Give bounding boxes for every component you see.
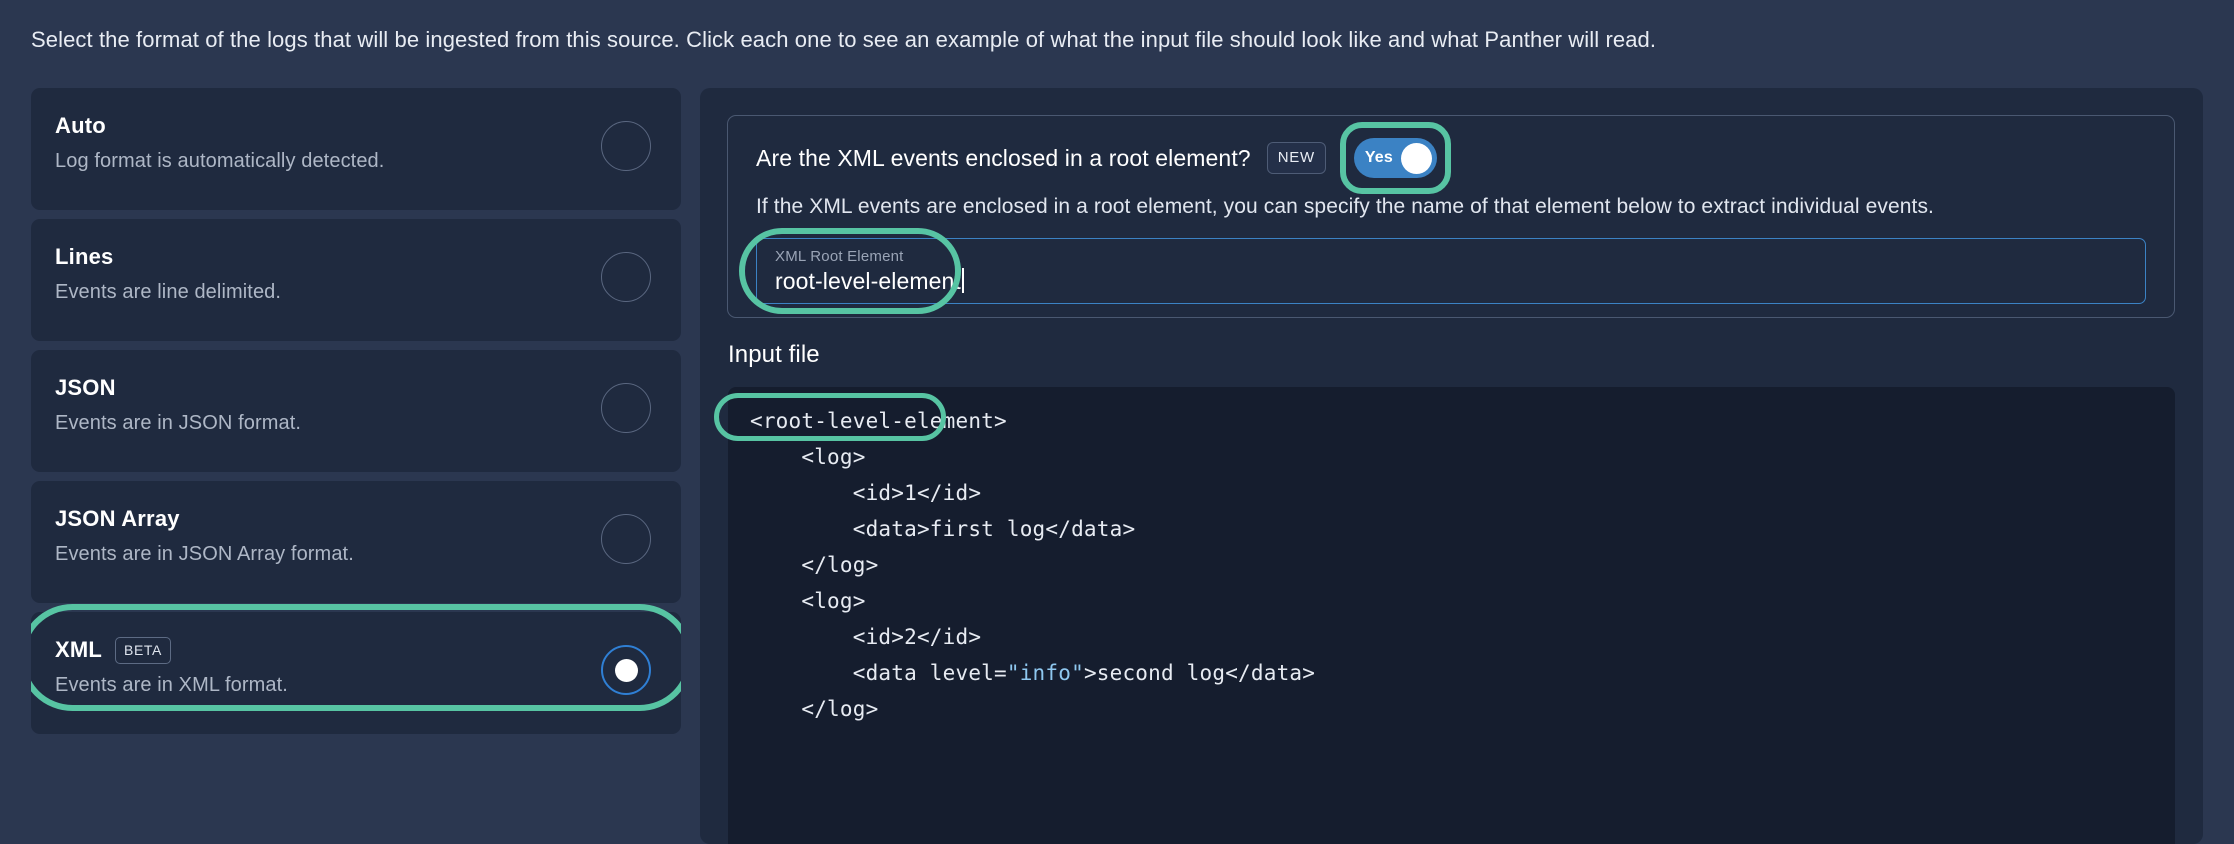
format-option-auto-header: Auto bbox=[55, 112, 651, 140]
format-option-description: Events are in JSON format. bbox=[55, 412, 302, 434]
code-line-root-open: <root-level-element> bbox=[750, 409, 1007, 433]
format-option-title: Lines bbox=[55, 244, 114, 269]
root-element-settings-card: Are the XML events enclosed in a root el… bbox=[727, 115, 2175, 318]
root-element-toggle-wrap: Yes bbox=[1339, 122, 1451, 194]
page-intro-text: Select the format of the logs that will … bbox=[31, 27, 1657, 52]
format-option-title: JSON bbox=[55, 375, 116, 400]
format-option-json-array-header: JSON Array bbox=[55, 505, 651, 533]
format-option-json-array[interactable]: JSON Array Events are in JSON Array form… bbox=[31, 481, 681, 603]
format-option-description: Log format is automatically detected. bbox=[55, 150, 385, 172]
text-caret bbox=[961, 268, 964, 293]
xml-root-element-label: XML Root Element bbox=[775, 248, 904, 265]
code-string-token: "info" bbox=[1006, 661, 1084, 685]
code-line-id-1: <id>1</id> bbox=[750, 481, 982, 505]
code-line-id-2: <id>2</id> bbox=[750, 625, 982, 649]
input-file-code-block: <root-level-element> <log> <id>1</id> <d… bbox=[728, 387, 2175, 844]
format-option-json-header: JSON bbox=[55, 374, 651, 402]
code-line-data-2: <data level="info">second log</data> bbox=[750, 661, 1316, 685]
format-option-lines[interactable]: Lines Events are line delimited. bbox=[31, 219, 681, 341]
radio-json-array[interactable] bbox=[601, 514, 651, 564]
toggle-knob bbox=[1400, 142, 1432, 174]
code-line-log-close-1: </log> bbox=[750, 553, 879, 577]
format-option-title: JSON Array bbox=[55, 506, 180, 531]
xml-root-element-value-wrap: root-level-element bbox=[775, 268, 964, 295]
log-format-option-list: Auto Log format is automatically detecte… bbox=[31, 88, 681, 844]
root-element-toggle[interactable]: Yes bbox=[1353, 138, 1437, 178]
format-option-description: Events are in JSON Array format. bbox=[55, 543, 354, 565]
code-line-log-open-2: <log> bbox=[750, 589, 866, 613]
format-option-title: Auto bbox=[55, 113, 106, 138]
input-file-code: <root-level-element> <log> <id>1</id> <d… bbox=[728, 403, 2175, 727]
xml-format-detail-panel: Are the XML events enclosed in a root el… bbox=[700, 88, 2203, 844]
new-badge: NEW bbox=[1266, 142, 1326, 174]
beta-badge: BETA bbox=[115, 636, 171, 664]
format-option-json[interactable]: JSON Events are in JSON format. bbox=[31, 350, 681, 472]
toggle-label: Yes bbox=[1364, 149, 1393, 166]
code-line-data-1: <data>first log</data> bbox=[750, 517, 1136, 541]
radio-auto[interactable] bbox=[601, 121, 651, 171]
input-file-heading: Input file bbox=[728, 341, 820, 368]
format-option-lines-header: Lines bbox=[55, 243, 651, 271]
radio-json[interactable] bbox=[601, 383, 651, 433]
xml-root-element-value: root-level-element bbox=[775, 268, 961, 294]
radio-xml[interactable] bbox=[601, 645, 651, 695]
code-line-log-open: <log> bbox=[750, 445, 866, 469]
format-option-auto[interactable]: Auto Log format is automatically detecte… bbox=[31, 88, 681, 210]
format-option-xml-header: XML BETA bbox=[55, 636, 651, 664]
xml-root-element-input[interactable]: XML Root Element root-level-element bbox=[756, 238, 2146, 304]
root-element-description: If the XML events are enclosed in a root… bbox=[756, 195, 1934, 218]
radio-lines[interactable] bbox=[601, 252, 651, 302]
format-option-xml[interactable]: XML BETA Events are in XML format. bbox=[31, 604, 681, 734]
root-element-question-row: Are the XML events enclosed in a root el… bbox=[756, 122, 2146, 194]
format-option-description: Events are in XML format. bbox=[55, 674, 288, 696]
code-line-log-close-2: </log> bbox=[750, 697, 879, 721]
format-option-title: XML bbox=[55, 637, 103, 662]
root-element-question: Are the XML events enclosed in a root el… bbox=[756, 144, 1251, 171]
format-option-description: Events are line delimited. bbox=[55, 281, 282, 303]
